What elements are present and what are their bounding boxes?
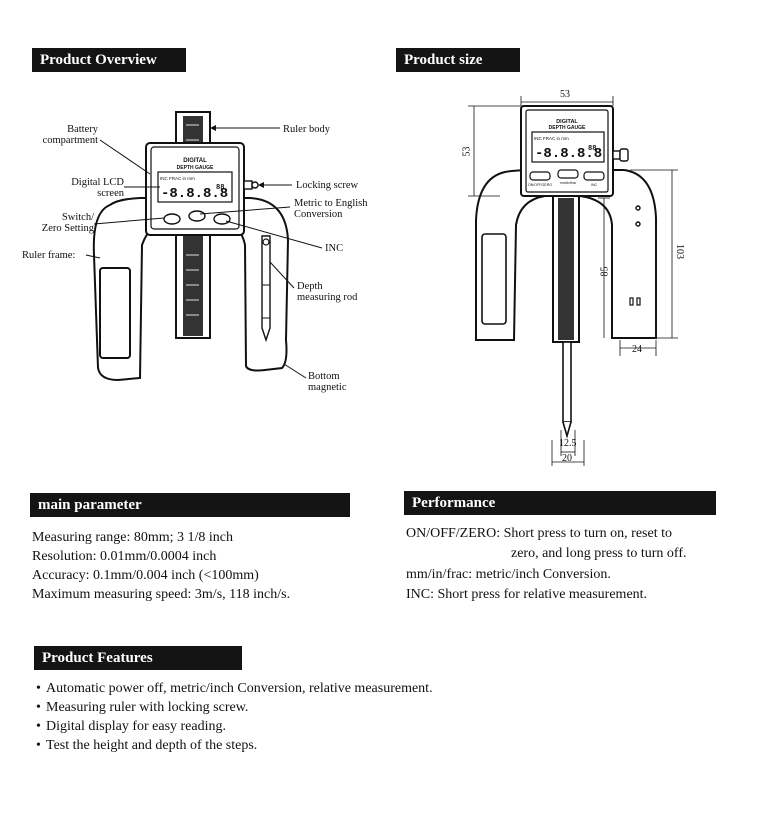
- size-device-title-1: DIGITAL: [556, 119, 578, 125]
- device-small-digits: 88: [216, 184, 224, 192]
- label-inc: INC: [325, 243, 344, 254]
- label-ruler-frame: Ruler frame:: [22, 250, 76, 261]
- leader-lines: [85, 127, 323, 379]
- param-measuring-range: Measuring range: 80mm; 3 1/8 inch: [32, 530, 234, 545]
- perf-on-off-zero-cont: zero, and long press to turn off.: [511, 546, 687, 561]
- size-device: [475, 105, 657, 439]
- dim-left-height: 53: [461, 146, 473, 157]
- section-header-main-parameter: main parameter: [30, 493, 350, 517]
- size-btn-left: ON/OFF/ZERO: [528, 183, 552, 187]
- perf-mm-in-frac: mm/in/frac: metric/inch Conversion.: [406, 567, 611, 582]
- dim-inner-height: 85: [599, 266, 611, 277]
- bullet-dot-icon: •: [36, 738, 41, 753]
- dim-rod-width: 12.5: [559, 438, 577, 449]
- device-title-1: DIGITAL: [183, 158, 207, 164]
- size-device-digits: -8.8.8.8: [535, 146, 602, 162]
- label-locking-screw: Locking screw: [296, 180, 359, 191]
- size-btn-mid: mm/in/frac: [560, 181, 577, 185]
- bullet-dot-icon: •: [36, 681, 41, 696]
- section-header-features: Product Features: [34, 646, 242, 670]
- dimension-lines: [468, 96, 678, 466]
- size-device-title-2: DEPTH GAUGE: [549, 125, 586, 131]
- label-ruler-body: Ruler body: [283, 124, 330, 135]
- feature-item: •Automatic power off, metric/inch Conver…: [36, 679, 433, 699]
- feature-item: •Test the height and depth of the steps.: [36, 736, 257, 756]
- param-max-speed: Maximum measuring speed: 3m/s, 118 inch/…: [32, 587, 291, 602]
- section-header-overview: Product Overview: [32, 48, 186, 72]
- bullet-dot-icon: •: [36, 719, 41, 734]
- feature-item: •Digital display for easy reading.: [36, 717, 226, 737]
- device-digits: -8.8.8.8: [161, 186, 228, 202]
- section-header-performance: Performance: [404, 491, 716, 515]
- size-device-indicators: INC FRAC in mm: [534, 136, 569, 141]
- device-title-2: DEPTH GAUGE: [177, 165, 214, 171]
- label-switch-zero: Switch/Zero Setting: [41, 212, 94, 234]
- dim-foot-width: 24: [632, 344, 642, 355]
- dim-top-width: 53: [560, 89, 570, 100]
- param-accuracy: Accuracy: 0.1mm/0.004 inch (<100mm): [32, 568, 259, 583]
- param-resolution: Resolution: 0.01mm/0.0004 inch: [32, 549, 217, 564]
- bullet-dot-icon: •: [36, 700, 41, 715]
- lcd-screen: [157, 171, 233, 203]
- perf-on-off-zero: ON/OFF/ZERO: Short press to turn on, res…: [406, 526, 672, 541]
- perf-inc: INC: Short press for relative measuremen…: [406, 587, 648, 602]
- size-btn-right: INC: [591, 183, 598, 187]
- feature-item: •Measuring ruler with locking screw.: [36, 698, 248, 718]
- device-indicators: INC FRAC in mm: [160, 176, 195, 181]
- size-device-small-digits: 88: [588, 145, 596, 153]
- dim-rod-outer: 20: [562, 453, 572, 464]
- section-header-size: Product size: [396, 48, 520, 72]
- dim-right-height: 103: [674, 244, 685, 259]
- overview-device: [92, 111, 290, 382]
